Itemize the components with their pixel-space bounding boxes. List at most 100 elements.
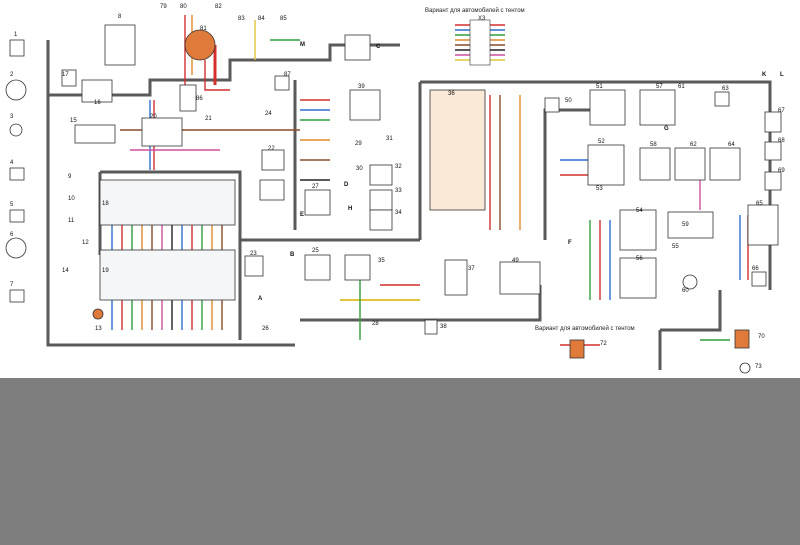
- component-number-label: 50: [565, 98, 572, 104]
- component-33: [369, 189, 393, 211]
- component-number-label: 30: [356, 166, 363, 172]
- component-50: [544, 97, 560, 113]
- component-22: [261, 149, 285, 171]
- component-number-label: 32: [395, 164, 402, 170]
- component-number-label: 38: [440, 324, 447, 330]
- component-number-label: 57: [656, 84, 663, 90]
- component-15-starter: [74, 124, 116, 144]
- node-letter-label: M: [300, 42, 305, 48]
- node-letter-label: D: [344, 182, 349, 188]
- component-number-label: 4: [10, 160, 14, 166]
- component-number-label: 66: [752, 266, 759, 272]
- component-number-label: 13: [95, 326, 102, 332]
- component-23: [244, 255, 264, 277]
- component-68: [764, 141, 782, 161]
- component-37: [444, 259, 468, 296]
- component-72: [569, 339, 585, 359]
- component-38: [424, 319, 438, 335]
- component-number-label: 24: [265, 111, 272, 117]
- component-60: [682, 274, 698, 290]
- component-number-label: 23: [250, 251, 257, 257]
- component-number-label: 49: [512, 258, 519, 264]
- component-18-fuse-block: [99, 179, 236, 226]
- component-number-label: 10: [68, 196, 75, 202]
- component-number-label: 60: [682, 288, 689, 294]
- component-number-label: 79: [160, 4, 167, 10]
- component-36: [429, 89, 486, 211]
- node-letter-label: C: [376, 44, 381, 50]
- component-number-label: 35: [378, 258, 385, 264]
- component-number-label: 21: [205, 116, 212, 122]
- component-number-label: 72: [600, 341, 607, 347]
- component-7: [9, 289, 25, 303]
- component-number-label: 85: [280, 16, 287, 22]
- component-5: [9, 209, 25, 223]
- component-number-label: 7: [10, 282, 14, 288]
- component-17: [61, 69, 77, 87]
- component-number-label: 59: [682, 222, 689, 228]
- wiring-diagram: 1234567891011121314151617181920212223242…: [5, 4, 785, 374]
- component-65: [747, 204, 779, 246]
- component-number-label: 37: [468, 266, 475, 272]
- component-25: [304, 254, 331, 281]
- component-number-label: 80: [180, 4, 187, 10]
- component-X1: [259, 179, 285, 201]
- component-49: [499, 261, 541, 295]
- component-number-label: 11: [68, 218, 75, 224]
- caption-bottom: Вариант для автомобилей с тентом: [535, 326, 635, 332]
- component-number-label: 16: [94, 100, 101, 106]
- component-number-label: 2: [10, 72, 14, 78]
- component-66: [751, 271, 767, 287]
- node-letter-label: E: [300, 212, 304, 218]
- caption-top: Вариант для автомобилей с тентом: [425, 8, 525, 14]
- component-1: [9, 39, 25, 57]
- component-number-label: 27: [312, 184, 319, 190]
- node-letter-label: F: [568, 240, 572, 246]
- component-number-label: 56: [636, 256, 643, 262]
- component-number-label: 65: [756, 201, 763, 207]
- component-number-label: 83: [238, 16, 245, 22]
- component-63: [714, 91, 730, 107]
- node-letter-label: G: [664, 126, 669, 132]
- node-letter-label: K: [762, 72, 767, 78]
- component-64: [709, 147, 741, 181]
- component-number-label: 22: [268, 146, 275, 152]
- component-number-label: 29: [355, 141, 362, 147]
- component-number-label: 12: [82, 240, 89, 246]
- component-number-label: 14: [62, 268, 69, 274]
- component-2: [5, 79, 27, 101]
- components: [5, 24, 782, 374]
- component-number-label: 39: [358, 84, 365, 90]
- component-57: [639, 89, 676, 126]
- component-number-label: 51: [596, 84, 603, 90]
- component-34: [369, 209, 393, 231]
- component-54: [619, 209, 657, 251]
- component-number-label: 62: [690, 142, 697, 148]
- component-number-label: 34: [395, 210, 402, 216]
- component-number-label: 55: [672, 244, 679, 250]
- component-59: [667, 211, 714, 239]
- component-32: [369, 164, 393, 186]
- component-number-label: 63: [722, 86, 729, 92]
- connector-x3: [469, 19, 491, 66]
- component-35: [344, 254, 371, 281]
- component-3: [9, 123, 23, 137]
- component-70: [734, 329, 750, 349]
- component-69: [764, 171, 782, 191]
- component-19-relay-block: [99, 249, 236, 301]
- node-letter-label: B: [290, 252, 295, 258]
- component-67: [764, 111, 782, 133]
- component-86-coil: [179, 84, 197, 112]
- component-13: [92, 308, 104, 320]
- component-number-label: 6: [10, 232, 14, 238]
- component-number-label: 86: [196, 96, 203, 102]
- component-88: [344, 34, 371, 61]
- harness-trunks: [46, 40, 772, 370]
- gray-bottom-band: [0, 378, 800, 545]
- component-number-label: 36: [448, 91, 455, 97]
- component-number-label: 8: [118, 14, 122, 20]
- component-number-label: 15: [70, 118, 77, 124]
- component-number-label: 25: [312, 248, 319, 254]
- component-number-label: 69: [778, 168, 785, 174]
